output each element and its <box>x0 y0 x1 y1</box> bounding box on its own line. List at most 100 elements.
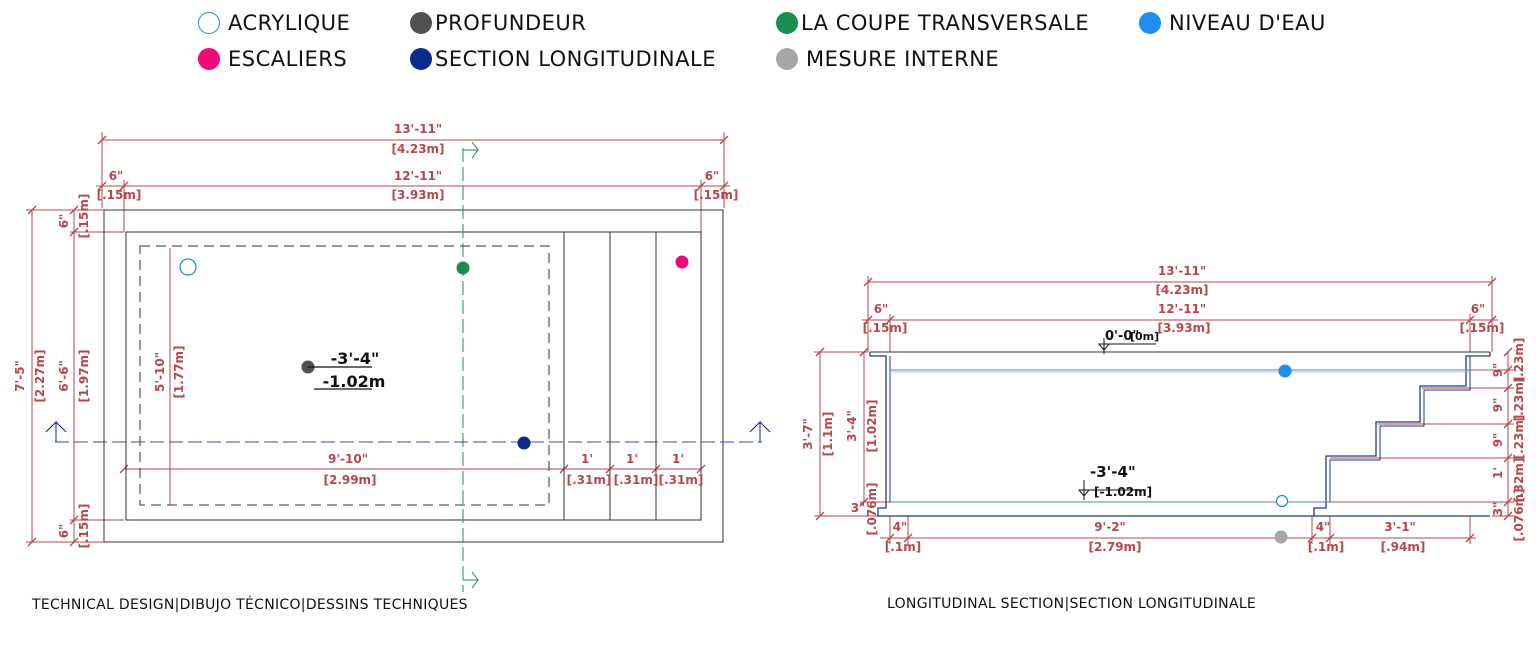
plan-depth-m: -1.02m <box>323 372 386 391</box>
plan-bottom-side-ft: 6" <box>57 524 71 539</box>
section-rise2-ft: 9" <box>1491 398 1505 413</box>
mesure-marker-icon <box>776 48 798 70</box>
section-rise3-m: [.23m] <box>1512 415 1526 460</box>
plan-bench-height-ft: 5'-10" <box>153 352 167 392</box>
top-elevation-ft: 0'-0" <box>1105 329 1139 344</box>
plan-bench-outline <box>139 245 550 506</box>
section-rise1-m: [.23m] <box>1512 338 1526 383</box>
profondeur-marker-icon <box>410 12 432 34</box>
plan-bottom-side-m: [.15m] <box>77 504 91 549</box>
plan-left-side-ft: 6" <box>109 169 124 183</box>
section-left-wall-m: [.1m] <box>885 540 921 554</box>
section-right-floor-ft: 3" <box>1491 502 1505 517</box>
section-rise2-m: [.23m] <box>1512 377 1526 422</box>
plan-top-side-ft: 6" <box>57 214 71 229</box>
section-rise1-ft: 9" <box>1491 363 1505 378</box>
section-floor-length-m: [2.79m] <box>1088 540 1141 554</box>
long-section-arrow-left-icon <box>45 420 67 442</box>
section-right-floor-m: [.076m] <box>1512 488 1526 541</box>
plan-bench-width-m: [2.99m] <box>323 473 376 487</box>
legend-niveau: NIVEAU D'EAU <box>1139 11 1326 35</box>
section-left-wall-ft: 4" <box>893 520 908 534</box>
legend-section: SECTION LONGITUDINALE <box>410 47 716 71</box>
section-left-wall <box>869 352 1490 517</box>
floor-depth-ft: -3'-4" <box>1090 463 1136 481</box>
section-left-side-ft: 6" <box>874 302 889 316</box>
legend-label-coupe: LA COUPE TRANSVERSALE <box>801 11 1090 35</box>
long-section-arrow-right-icon <box>749 420 771 442</box>
floor-elevation-icon <box>1077 480 1146 500</box>
section-dim-lines <box>814 276 1514 544</box>
section-stairs-outer <box>1313 352 1491 516</box>
section-marker-icon <box>410 48 432 70</box>
plan-caption: TECHNICAL DESIGN|DIBUJO TÉCNICO|DESSINS … <box>32 597 468 613</box>
legend-label-section: SECTION LONGITUDINALE <box>435 47 716 71</box>
legend-profondeur: PROFUNDEUR <box>410 11 586 35</box>
legend-mesure: MESURE INTERNE <box>776 47 999 71</box>
section-inner-m: [3.93m] <box>1157 321 1210 335</box>
section-stair-length-m: [.94m] <box>1381 540 1426 554</box>
coupe-marker <box>456 261 470 275</box>
top-elevation-m: [0m] <box>1130 330 1159 343</box>
plan-overall-ft: 13'-11" <box>394 122 442 136</box>
section-caption: LONGITUDINAL SECTION|SECTION LONGITUDINA… <box>887 596 1257 612</box>
section-floor-length-ft: 9'-2" <box>1094 520 1126 534</box>
legend-label-acrylique: ACRYLIQUE <box>228 11 351 35</box>
acrylique-marker-icon <box>198 12 220 34</box>
escaliers-marker-icon <box>198 48 220 70</box>
niveau-marker-icon <box>1139 12 1161 34</box>
niveau-marker <box>1278 364 1292 378</box>
plan-step3-ft: 1' <box>672 452 684 466</box>
section-right-wall-m: [.1m] <box>1308 540 1344 554</box>
floor-depth-m: [-1.02m] <box>1094 485 1152 499</box>
acrylique-marker <box>179 258 197 276</box>
section-inner-height-m: [1.02m] <box>865 399 879 452</box>
coupe-marker-icon <box>776 12 798 34</box>
section-view: 13'-11" [4.23m] 12'-11" [3.93m] 6" [.15m… <box>801 264 1526 554</box>
plan-top-side-m: [.15m] <box>77 194 91 239</box>
section-marker <box>517 436 531 450</box>
section-acrylique-marker <box>1275 494 1289 508</box>
legend-label-niveau: NIVEAU D'EAU <box>1169 11 1326 35</box>
plan-height-m: [2.27m] <box>33 349 47 402</box>
plan-left-side-m: [.15m] <box>97 188 142 202</box>
section-left-side-m: [.15m] <box>863 321 908 335</box>
legend-acrylique: ACRYLIQUE <box>198 11 350 35</box>
section-stairs-inner <box>1329 356 1471 502</box>
cross-section-arrow-top-icon <box>463 141 479 159</box>
section-left-floor-ft: 3" <box>851 501 866 515</box>
plan-overall-m: [4.23m] <box>391 142 444 156</box>
escaliers-marker <box>675 255 689 269</box>
plan-step1-m: [.31m] <box>567 473 612 487</box>
section-rise4-ft: 1' <box>1491 467 1505 479</box>
plan-right-side-m: [.15m] <box>694 188 739 202</box>
plan-step2-ft: 1' <box>626 452 638 466</box>
legend-label-profondeur: PROFUNDEUR <box>435 11 587 35</box>
plan-inner-m: [3.93m] <box>391 188 444 202</box>
plan-bench-width-ft: 9'-10" <box>328 452 368 466</box>
section-rise4-m: [.32m] <box>1512 458 1526 503</box>
plan-depth-ft: -3'-4" <box>331 349 380 368</box>
section-dim-ticks <box>815 277 1513 543</box>
plan-outer-wall <box>103 209 724 543</box>
plan-step1-ft: 1' <box>581 452 593 466</box>
plan-inner-height-ft: 6'-6" <box>57 360 71 392</box>
section-left-floor-m: [.076m] <box>865 482 879 535</box>
section-rise3-ft: 9" <box>1491 433 1505 448</box>
plan-view: 13'-11" [4.23m] 12'-11" [3.93m] 6" [.15m… <box>13 122 771 592</box>
plan-inner-height-m: [1.97m] <box>77 349 91 402</box>
section-right-wall-ft: 4" <box>1316 520 1331 534</box>
plan-inner-ft: 12'-11" <box>394 169 442 183</box>
plan-step2-m: [.31m] <box>614 473 659 487</box>
mesure-marker <box>1274 530 1288 544</box>
legend-coupe: LA COUPE TRANSVERSALE <box>776 11 1089 35</box>
legend-label-mesure: MESURE INTERNE <box>806 47 1000 71</box>
plan-bench-height-m: [1.77m] <box>172 345 186 398</box>
section-total-height-m: [1.1m] <box>821 412 835 457</box>
section-inner-height-ft: 3'-4" <box>845 410 859 442</box>
section-overall-m: [4.23m] <box>1155 283 1208 297</box>
section-overall-ft: 13'-11" <box>1158 264 1206 278</box>
section-inner-ft: 12'-11" <box>1158 302 1206 316</box>
cross-section-arrow-bottom-icon <box>463 571 479 589</box>
